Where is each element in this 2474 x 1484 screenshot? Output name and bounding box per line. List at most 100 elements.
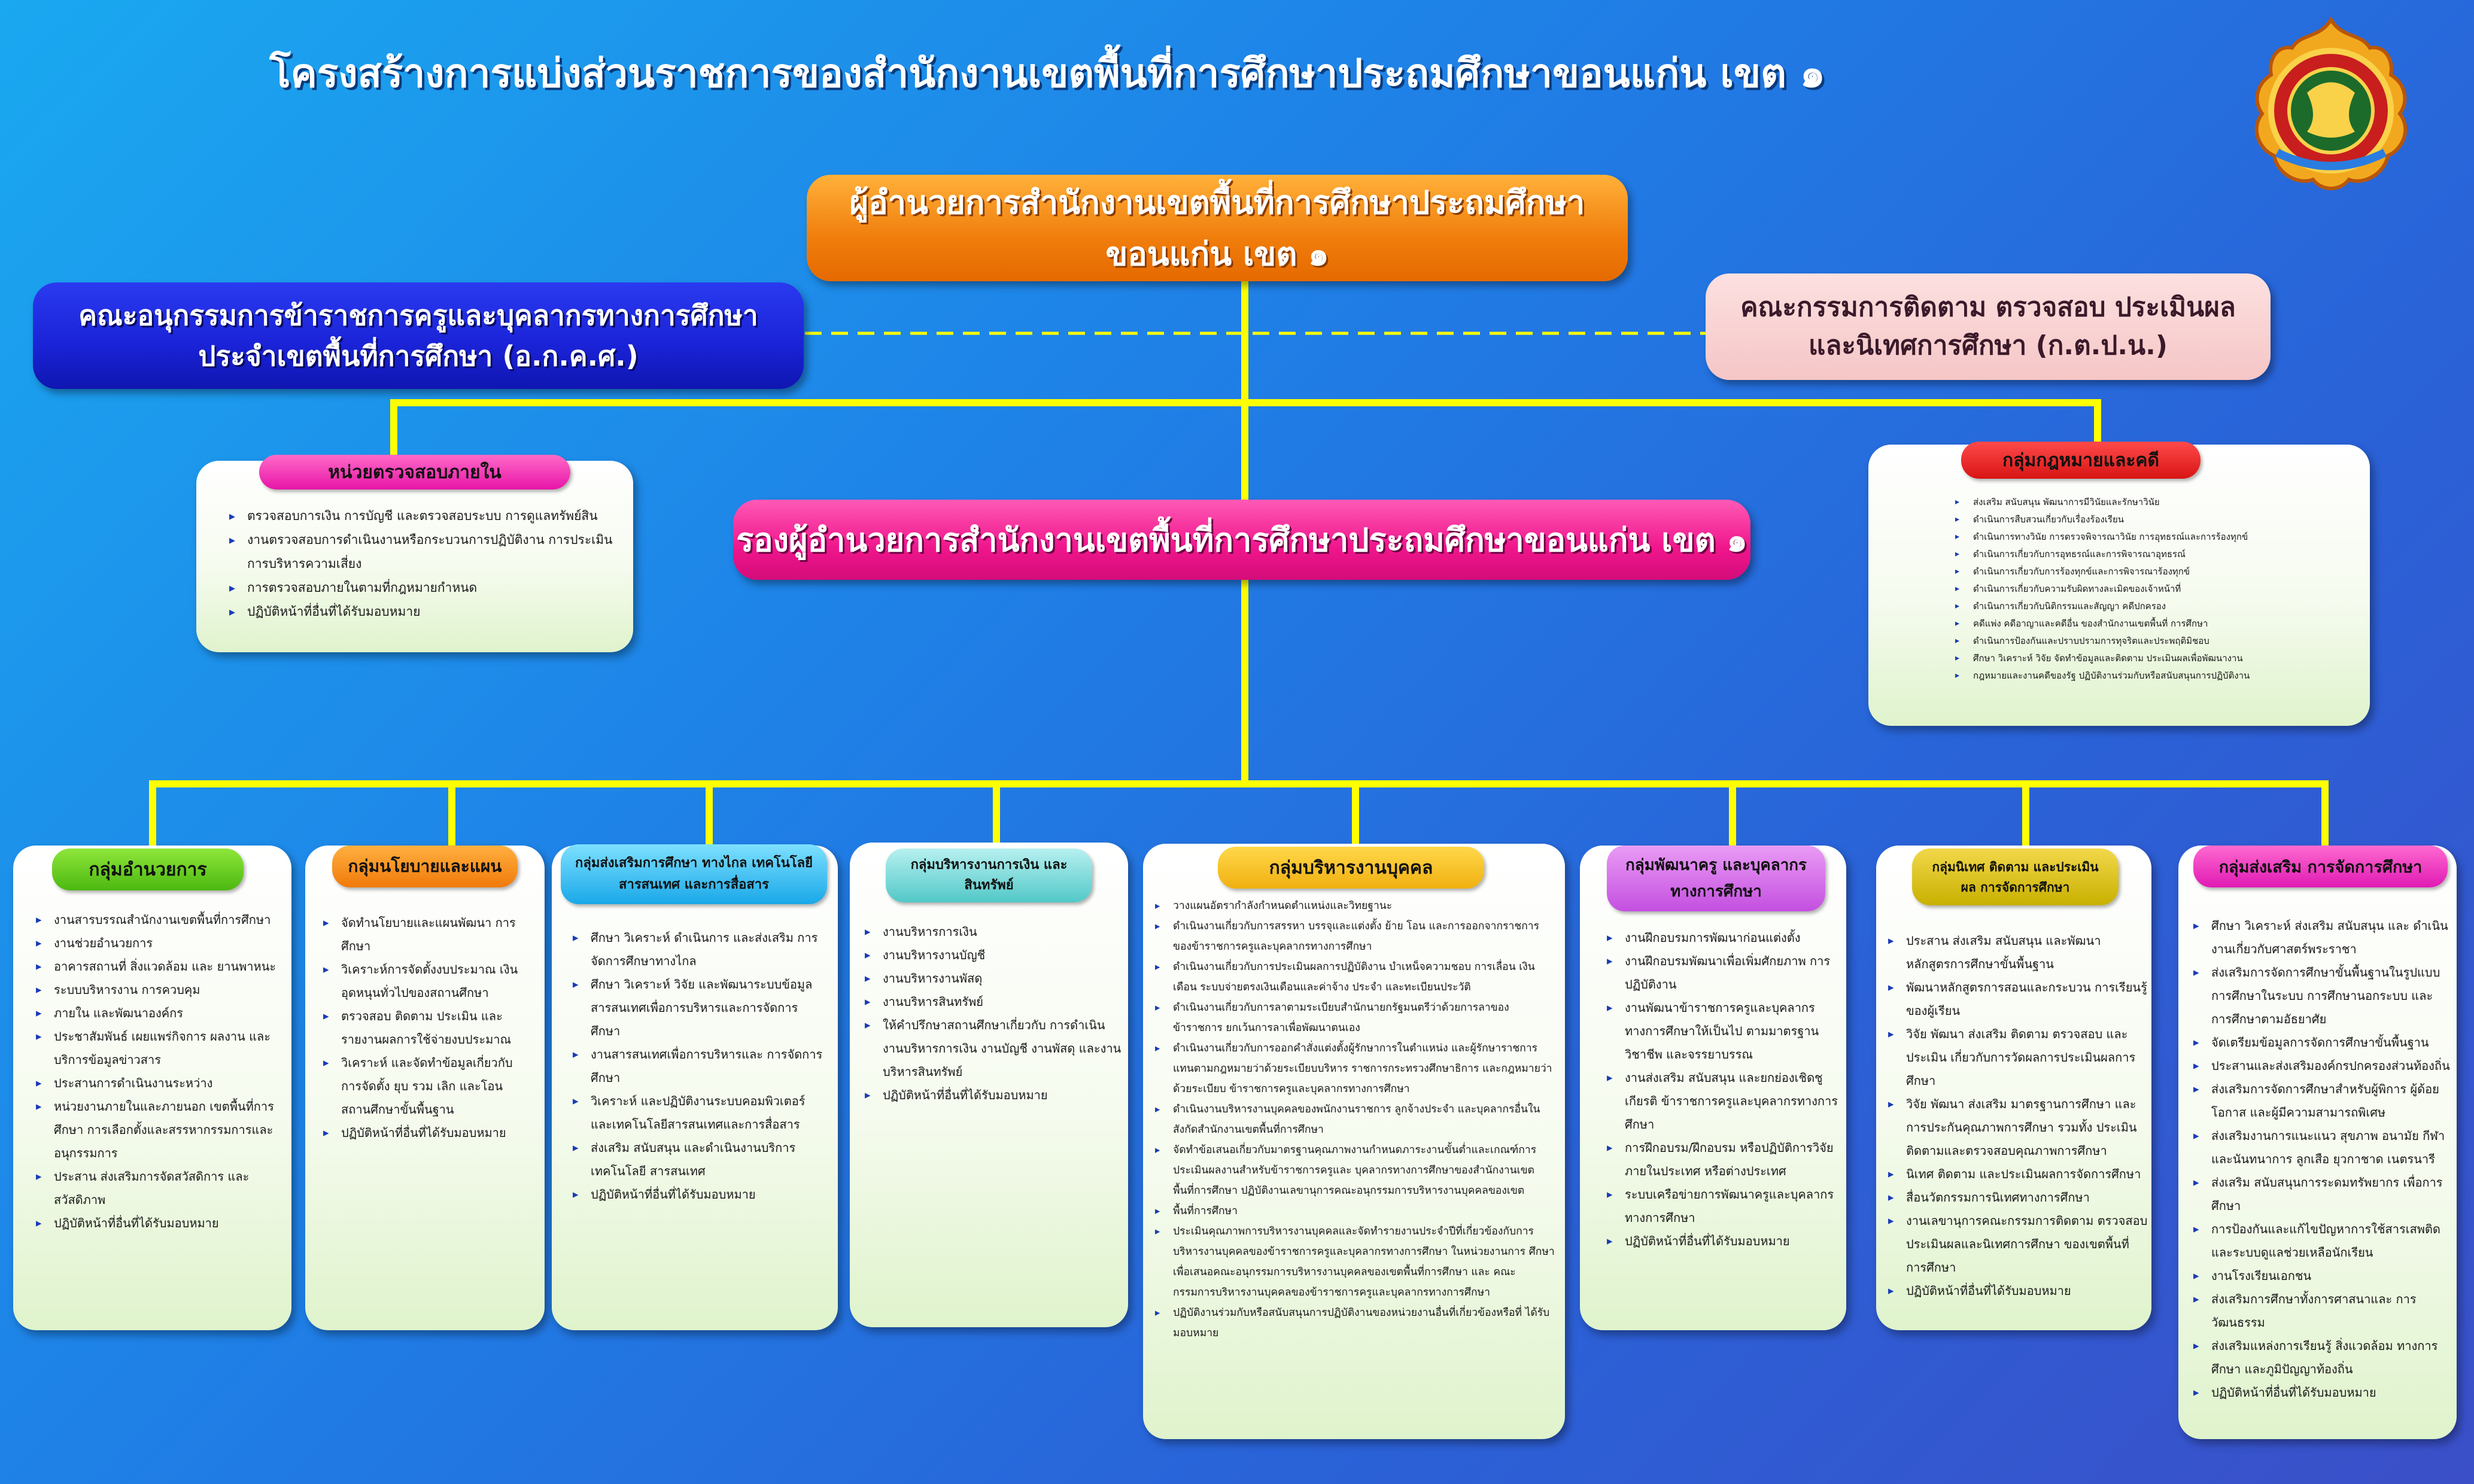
list-item: ศึกษา วิเคราะห์ ดำเนินการ และส่งเสริม กา… bbox=[573, 926, 827, 973]
policy-group-card: กลุ่มนโยบายและแผน จัดทำนโยบายและแผนพัฒนา… bbox=[305, 846, 545, 1330]
legal-group-card: กลุ่มกฎหมายและคดี ส่งเสริม สนับสนุน พัฒน… bbox=[1868, 442, 2370, 726]
supervision-group-label: กลุ่มนิเทศ ติดตาม และประเมินผล การจัดการ… bbox=[1912, 849, 2119, 905]
list-item: สื่อนวัตกรรมการนิเทศทางการศึกษา bbox=[1888, 1186, 2148, 1209]
list-item: พื้นที่การศึกษา bbox=[1155, 1201, 1556, 1221]
page-title: โครงสร้างการแบ่งส่วนราชการของสำนักงานเขต… bbox=[269, 50, 1825, 96]
list-item: งานบริหารสินทรัพย์ bbox=[865, 990, 1122, 1014]
list-item: วิจัย พัฒนา ส่งเสริม มาตรฐานการศึกษา และ… bbox=[1888, 1093, 2148, 1163]
list-item: ดำเนินการป้องกันและปราบปรามการทุจริตและป… bbox=[1955, 632, 2350, 650]
list-item: ประชาสัมพันธ์ เผยแพร่กิจการ ผลงาน และบริ… bbox=[36, 1025, 281, 1072]
list-item: ดำเนินการเกี่ยวกับความรับผิดทางละเมิดของ… bbox=[1955, 580, 2350, 598]
list-item: วิเคราะห์ และจัดทำข้อมูลเกี่ยวกับ การจัด… bbox=[323, 1051, 536, 1121]
list-item: ส่งเสริมการจัดการศึกษาสำหรับผู้พิการ ผู้… bbox=[2193, 1078, 2451, 1124]
personnel-group-label: กลุ่มบริหารงานบุคคล bbox=[1218, 847, 1484, 889]
list-item: ปฏิบัติหน้าที่อื่นที่ได้รับมอบหมาย bbox=[323, 1121, 536, 1145]
supervision-group-list: ประสาน ส่งเสริม สนับสนุน และพัฒนา หลักสู… bbox=[1888, 929, 2148, 1303]
audit-unit-label: หน่วยตรวจสอบภายใน bbox=[259, 455, 570, 489]
legal-group-label: กลุ่มกฎหมายและคดี bbox=[1961, 442, 2201, 479]
supervision-group-card: กลุ่มนิเทศ ติดตาม และประเมินผล การจัดการ… bbox=[1876, 846, 2151, 1330]
list-item: ดำเนินการเกี่ยวกับนิติกรรมและสัญญา คดีปก… bbox=[1955, 598, 2350, 615]
list-item: วิเคราะห์ และปฏิบัติงานระบบคอมพิวเตอร์ แ… bbox=[573, 1090, 827, 1136]
teacher-dev-group-label: กลุ่มพัฒนาครู และบุคลากรทางการศึกษา bbox=[1607, 846, 1825, 911]
list-item: งานฝึกอบรมการพัฒนาก่อนแต่งตั้ง bbox=[1607, 926, 1840, 950]
policy-group-list: จัดทำนโยบายและแผนพัฒนา การศึกษา วิเคราะห… bbox=[323, 911, 536, 1145]
list-item: งานพัฒนาข้าราชการครูและบุคลากร ทางการศึก… bbox=[1607, 996, 1840, 1066]
list-item: ดำเนินงานบริหารงานบุคคลของพนักงานราชการ … bbox=[1155, 1099, 1556, 1140]
list-item: ปฏิบัติหน้าที่อื่นที่ได้รับมอบหมาย bbox=[229, 600, 618, 624]
list-item: พัฒนาหลักสูตรการสอนและกระบวน การเรียนรู้… bbox=[1888, 976, 2148, 1023]
admin-group-card: กลุ่มอำนวยการ งานสารบรรณสำนักงานเขตพื้นท… bbox=[13, 846, 291, 1330]
list-item: ตรวจสอบการเงิน การบัญชี และตรวจสอบระบบ ก… bbox=[229, 504, 618, 528]
list-item: ส่งเสริมแหล่งการเรียนรู้ สิ่งแวดล้อม ทาง… bbox=[2193, 1334, 2451, 1381]
list-item: งานตรวจสอบการดำเนินงานหรือกระบวนการปฏิบั… bbox=[229, 528, 618, 576]
list-item: ประสานและส่งเสริมองค์กรปกครองส่วนท้องถิ่… bbox=[2193, 1054, 2451, 1078]
audit-unit-card: หน่วยตรวจสอบภายใน ตรวจสอบการเงิน การบัญช… bbox=[196, 455, 633, 652]
list-item: ดำเนินงานเกี่ยวกับการสรรหา บรรจุและแต่งต… bbox=[1155, 916, 1556, 957]
teacher-dev-group-list: งานฝึกอบรมการพัฒนาก่อนแต่งตั้ง งานฝึกอบร… bbox=[1607, 926, 1840, 1253]
deputy-director-box: รองผู้อำนวยการสำนักงานเขตพื้นที่การศึกษา… bbox=[733, 500, 1750, 580]
personnel-group-list: วางแผนอัตรากำลังกำหนดตำแหน่งและวิทยฐานะ … bbox=[1155, 896, 1556, 1343]
list-item: งานเลขานุการคณะกรรมการติดตาม ตรวจสอบ ประ… bbox=[1888, 1209, 2148, 1279]
list-item: การฝึกอบรม/ฝึกอบรม หรือปฏิบัติการวิจัย ภ… bbox=[1607, 1136, 1840, 1183]
finance-group-card: กลุ่มบริหารงานการเงิน และสินทรัพย์ งานบร… bbox=[850, 843, 1128, 1327]
obec-emblem-logo bbox=[2241, 15, 2421, 194]
ict-group-list: ศึกษา วิเคราะห์ ดำเนินการ และส่งเสริม กา… bbox=[573, 926, 827, 1206]
list-item: หน่วยงานภายในและภายนอก เขตพื้นที่การศึกษ… bbox=[36, 1095, 281, 1165]
list-item: ปฏิบัติงานร่วมกับหรือสนับสนุนการปฏิบัติง… bbox=[1155, 1303, 1556, 1343]
list-item: การตรวจสอบภายในตามที่กฎหมายกำหนด bbox=[229, 576, 618, 600]
finance-group-label: กลุ่มบริหารงานการเงิน และสินทรัพย์ bbox=[886, 849, 1092, 902]
ict-group-label: กลุ่มส่งเสริมการศึกษา ทางไกล เทคโนโลยีสา… bbox=[561, 844, 827, 904]
list-item: ดำเนินงานเกี่ยวกับการออกคำสั่งแต่งตั้งผู… bbox=[1155, 1038, 1556, 1099]
list-item: งานโรงเรียนเอกชน bbox=[2193, 1264, 2451, 1288]
list-item: ส่งเสริมงานการแนะแนว สุขภาพ อนามัย กีฬา … bbox=[2193, 1124, 2451, 1171]
promotion-group-card: กลุ่มส่งเสริม การจัดการศึกษา ศึกษา วิเคร… bbox=[2178, 846, 2457, 1439]
committee-ktpn-box: คณะกรรมการติดตาม ตรวจสอบ ประเมินผล และนิ… bbox=[1706, 273, 2271, 380]
list-item: ดำเนินการเกี่ยวกับการอุทธรณ์และการพิจารณ… bbox=[1955, 546, 2350, 563]
policy-group-label: กลุ่มนโยบายและแผน bbox=[332, 846, 518, 887]
list-item: ดำเนินงานเกี่ยวกับการลาตามระเบียบสำนักนา… bbox=[1155, 998, 1556, 1038]
list-item: ส่งเสริมการศึกษาทั้งการศาสนาและ การวัฒนธ… bbox=[2193, 1288, 2451, 1334]
list-item: ดำเนินงานเกี่ยวกับการประเมินผลการปฏิบัติ… bbox=[1155, 957, 1556, 998]
list-item: วางแผนอัตรากำลังกำหนดตำแหน่งและวิทยฐานะ bbox=[1155, 896, 1556, 916]
list-item: ดำเนินการสืบสวนเกี่ยวกับเรื่องร้องเรียน bbox=[1955, 511, 2350, 528]
promotion-group-label: กลุ่มส่งเสริม การจัดการศึกษา bbox=[2193, 846, 2448, 887]
list-item: นิเทศ ติดตาม และประเมินผลการจัดการศึกษา bbox=[1888, 1163, 2148, 1186]
list-item: งานสารสนเทศเพื่อการบริหารและ การจัดการศึ… bbox=[573, 1043, 827, 1090]
committee-agks-line1: คณะอนุกรรมการข้าราชการครูและบุคลากรทางกา… bbox=[78, 299, 758, 332]
list-item: ดำเนินการเกี่ยวกับการร้องทุกข์และการพิจา… bbox=[1955, 563, 2350, 580]
list-item: งานส่งเสริม สนับสนุน และยกย่องเชิดชูเกีย… bbox=[1607, 1066, 1840, 1136]
list-item: จัดทำนโยบายและแผนพัฒนา การศึกษา bbox=[323, 911, 536, 958]
list-item: ประเมินคุณภาพการบริหารงานบุคคลและจัดทำรา… bbox=[1155, 1221, 1556, 1303]
teacher-dev-group-card: กลุ่มพัฒนาครู และบุคลากรทางการศึกษา งานฝ… bbox=[1580, 846, 1846, 1330]
list-item: ภายใน และพัฒนาองค์กร bbox=[36, 1002, 281, 1025]
admin-group-label: กลุ่มอำนวยการ bbox=[52, 849, 244, 890]
list-item: ให้คำปรึกษาสถานศึกษาเกี่ยวกับ การดำเนินง… bbox=[865, 1014, 1122, 1084]
list-item: งานสารบรรณสำนักงานเขตพื้นที่การศึกษา bbox=[36, 908, 281, 932]
list-item: ปฏิบัติหน้าที่อื่นที่ได้รับมอบหมาย bbox=[1607, 1230, 1840, 1253]
list-item: งานช่วยอำนวยการ bbox=[36, 932, 281, 955]
committee-ktpn-line1: คณะกรรมการติดตาม ตรวจสอบ ประเมินผล bbox=[1740, 292, 2236, 323]
legal-group-list: ส่งเสริม สนับสนุน พัฒนาการมีวินัยและรักษ… bbox=[1955, 494, 2350, 685]
list-item: ตรวจสอบ ติดตาม ประเมิน และ รายงานผลการใช… bbox=[323, 1005, 536, 1051]
list-item: ส่งเสริม สนับสนุนการระดมทรัพยากร เพื่อกา… bbox=[2193, 1171, 2451, 1218]
list-item: ระบบเครือข่ายการพัฒนาครูและบุคลากร ทางกา… bbox=[1607, 1183, 1840, 1230]
director-box: ผู้อำนวยการสำนักงานเขตพื้นที่การศึกษาประ… bbox=[807, 175, 1628, 281]
ict-group-card: กลุ่มส่งเสริมการศึกษา ทางไกล เทคโนโลยีสา… bbox=[552, 844, 838, 1330]
list-item: งานบริหารงานพัสดุ bbox=[865, 967, 1122, 990]
list-item: ปฏิบัติหน้าที่อื่นที่ได้รับมอบหมาย bbox=[36, 1212, 281, 1235]
committee-agks-box: คณะอนุกรรมการข้าราชการครูและบุคลากรทางกา… bbox=[33, 282, 804, 389]
list-item: งานบริหารการเงิน bbox=[865, 920, 1122, 944]
list-item: ประสาน ส่งเสริม สนับสนุน และพัฒนา หลักสู… bbox=[1888, 929, 2148, 976]
list-item: ปฏิบัติหน้าที่อื่นที่ได้รับมอบหมาย bbox=[1888, 1279, 2148, 1303]
audit-unit-list: ตรวจสอบการเงิน การบัญชี และตรวจสอบระบบ ก… bbox=[229, 504, 618, 624]
list-item: จัดเตรียมข้อมูลการจัดการศึกษาขั้นพื้นฐาน bbox=[2193, 1031, 2451, 1054]
list-item: ปฏิบัติหน้าที่อื่นที่ได้รับมอบหมาย bbox=[2193, 1381, 2451, 1404]
list-item: ศึกษา วิเคราะห์ วิจัย จัดทำข้อมูลและติดต… bbox=[1955, 650, 2350, 667]
list-item: กฎหมายและงานคดีของรัฐ ปฏิบัติงานร่วมกับห… bbox=[1955, 667, 2350, 685]
list-item: ส่งเสริม สนับสนุน และดำเนินงานบริการ เทค… bbox=[573, 1136, 827, 1183]
promotion-group-list: ศึกษา วิเคราะห์ ส่งเสริม สนับสนุน และ ดำ… bbox=[2193, 914, 2451, 1404]
list-item: การป้องกันและแก้ไขปัญหาการใช้สารเสพติด แ… bbox=[2193, 1218, 2451, 1264]
committee-ktpn-line2: และนิเทศการศึกษา (ก.ต.ป.น.) bbox=[1809, 330, 2168, 361]
list-item: อาคารสถานที่ สิ่งแวดล้อม และ ยานพาหนะ bbox=[36, 955, 281, 978]
